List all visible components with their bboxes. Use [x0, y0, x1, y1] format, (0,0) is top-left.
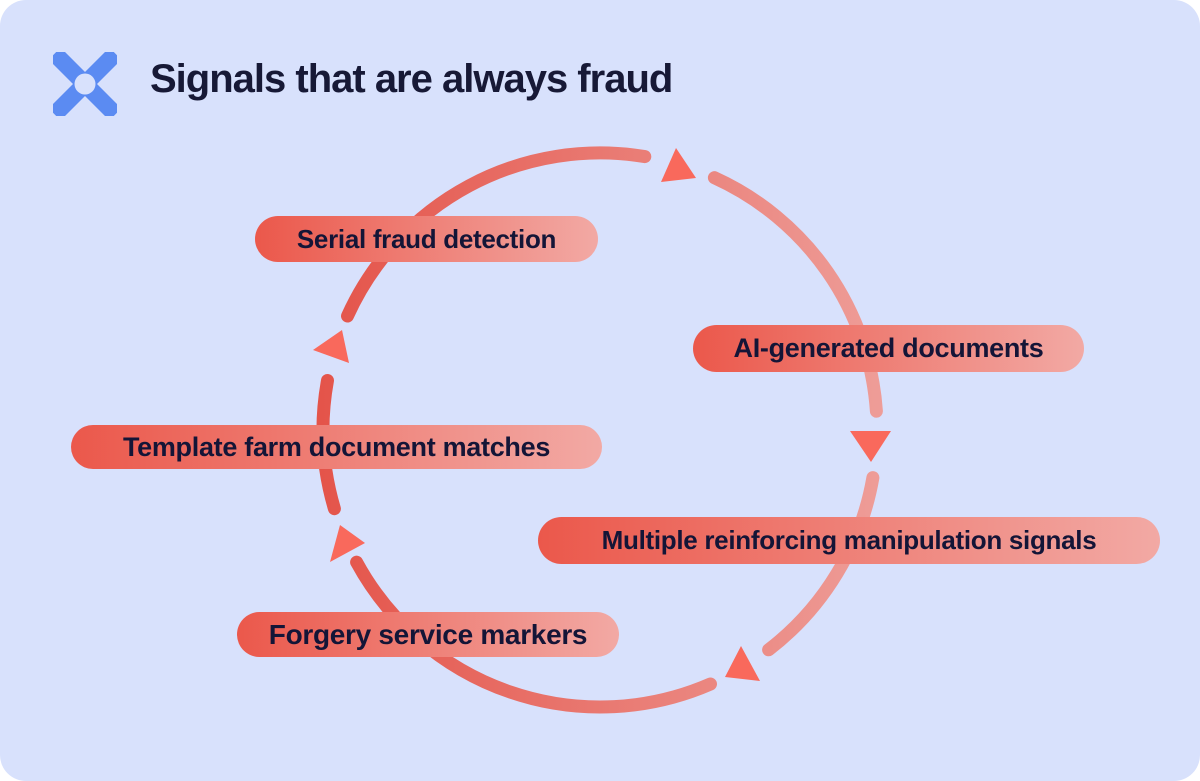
cycle-arrow-icon [330, 525, 365, 562]
cycle-label-multiple-reinforcing-manipulation-signals: Multiple reinforcing manipulation signal… [538, 517, 1160, 564]
cycle-arc-segment [762, 471, 880, 657]
cycle-arrow-icon [850, 431, 891, 462]
cycle-label-template-farm-document-matches: Template farm document matches [71, 425, 602, 469]
cycle-label-forgery-service-markers: Forgery service markers [237, 612, 619, 657]
cycle-arrow-icon [725, 646, 760, 681]
cycle-label-serial-fraud-detection: Serial fraud detection [255, 216, 598, 262]
cycle-arc-segment [350, 555, 717, 714]
cycle-arrow-icon [313, 330, 349, 363]
cycle-label-text: Multiple reinforcing manipulation signal… [601, 525, 1097, 555]
page-title: Signals that are always fraud [150, 57, 673, 101]
cycle-label-text: Serial fraud detection [296, 223, 557, 254]
header: Signals that are always fraud [0, 0, 1200, 130]
cycle-arc-segment [707, 171, 883, 418]
cycle-arc-segment [341, 146, 652, 323]
cycle-arrow-icon [661, 148, 696, 182]
x-logo-icon [53, 52, 117, 116]
cycle-label-text: Template farm document matches [122, 431, 551, 462]
cycle-label-ai-generated-documents: AI-generated documents [693, 325, 1084, 372]
cycle-label-text: AI-generated documents [733, 333, 1044, 363]
cycle-label-text: Forgery service markers [268, 618, 588, 650]
